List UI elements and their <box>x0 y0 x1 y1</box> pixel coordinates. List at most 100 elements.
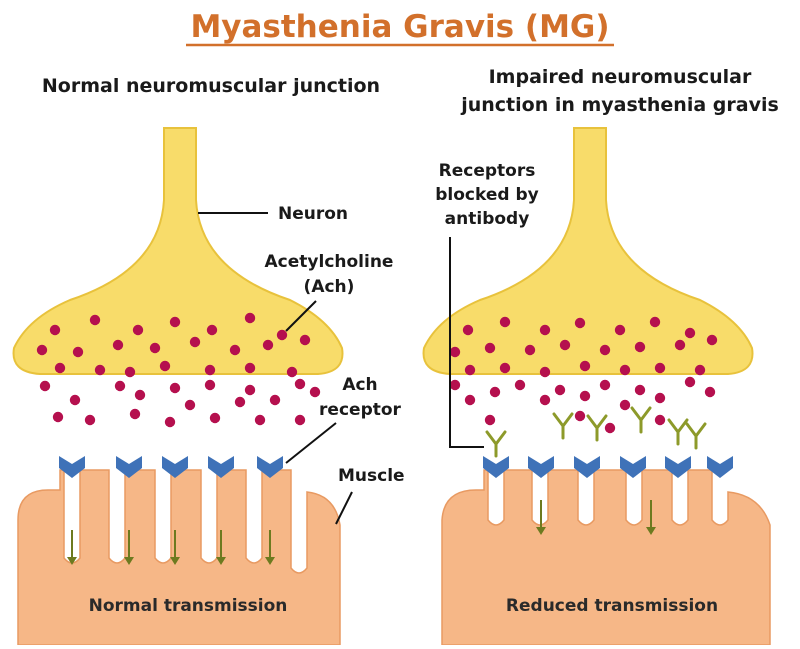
left-junction: Neuron Acetylcholine (Ach) Ach receptor … <box>12 127 405 646</box>
left-neuron <box>12 127 344 375</box>
left-receptors <box>59 456 283 478</box>
ach-vesicle <box>449 346 461 358</box>
ach-vesicle <box>72 346 84 358</box>
ach-receptor-icon <box>707 456 733 478</box>
ach-receptor-icon <box>528 456 554 478</box>
ach-vesicle <box>286 366 298 378</box>
ach-vesicle <box>229 344 241 356</box>
ach-vesicle <box>604 422 616 434</box>
ach-vesicle <box>149 342 161 354</box>
ach-vesicle <box>169 316 181 328</box>
signal-arrow-icon <box>216 530 226 565</box>
ach-vesicle <box>209 412 221 424</box>
ach-vesicle <box>464 394 476 406</box>
antibody-icon <box>485 430 507 458</box>
right-signal-arrows <box>536 500 656 535</box>
ach-vesicle <box>169 382 181 394</box>
receptors-blocked-leader-line <box>449 237 484 448</box>
ach-vesicle <box>539 324 551 336</box>
page-title: Myasthenia Gravis (MG) <box>190 9 609 45</box>
ach-vesicle <box>204 379 216 391</box>
ach-vesicle <box>132 324 144 336</box>
right-receptors <box>483 456 733 478</box>
ach-vesicle <box>309 386 321 398</box>
muscle-leader-line <box>335 491 353 525</box>
ach-vesicle <box>619 364 631 376</box>
ach-vesicle <box>654 362 666 374</box>
acetylcholine-leader-line <box>285 300 317 332</box>
ach-vesicle <box>484 414 496 426</box>
right-vesicles <box>449 316 718 434</box>
ach-vesicle <box>684 376 696 388</box>
ach-vesicle <box>206 324 218 336</box>
receptors-blocked-label-line-1: Receptors <box>439 161 536 181</box>
ach-receptor-icon <box>574 456 600 478</box>
right-junction: Receptors blocked by antibody Reduced tr… <box>422 127 771 646</box>
ach-vesicle <box>684 327 696 339</box>
ach-vesicle <box>244 384 256 396</box>
antibody-icon <box>667 418 689 446</box>
signal-arrow-icon <box>536 500 546 535</box>
ach-vesicle <box>464 364 476 376</box>
ach-vesicle <box>614 324 626 336</box>
ach-receptor-label-line-2: receptor <box>319 400 401 420</box>
left-vesicles <box>36 312 321 428</box>
ach-vesicle <box>189 336 201 348</box>
right-caption: Reduced transmission <box>506 596 718 616</box>
ach-vesicle <box>499 362 511 374</box>
ach-vesicle <box>124 366 136 378</box>
signal-arrow-icon <box>646 500 656 535</box>
signal-arrow-icon <box>170 530 180 565</box>
ach-vesicle <box>94 364 106 376</box>
ach-vesicle <box>299 334 311 346</box>
receptors-blocked-label-line-2: blocked by <box>435 185 538 205</box>
ach-receptor-label-line-1: Ach <box>342 375 377 395</box>
ach-vesicle <box>599 344 611 356</box>
ach-vesicle <box>634 341 646 353</box>
right-antibodies <box>485 406 707 458</box>
ach-vesicle <box>234 396 246 408</box>
antibody-icon <box>586 414 608 442</box>
ach-vesicle <box>449 379 461 391</box>
ach-vesicle <box>159 360 171 372</box>
ach-vesicle <box>484 342 496 354</box>
ach-vesicle <box>254 414 266 426</box>
ach-vesicle <box>89 314 101 326</box>
ach-receptor-icon <box>162 456 188 478</box>
ach-vesicle <box>554 384 566 396</box>
ach-receptor-leader-line <box>285 422 337 464</box>
ach-vesicle <box>539 366 551 378</box>
ach-vesicle <box>49 324 61 336</box>
ach-vesicle <box>276 329 288 341</box>
ach-vesicle <box>134 389 146 401</box>
ach-vesicle <box>599 379 611 391</box>
right-neuron <box>422 127 754 375</box>
left-heading: Normal neuromuscular junction <box>42 75 380 97</box>
ach-vesicle <box>204 364 216 376</box>
ach-receptor-icon <box>59 456 85 478</box>
signal-arrow-icon <box>67 530 77 565</box>
ach-vesicle <box>539 394 551 406</box>
ach-vesicle <box>574 317 586 329</box>
left-signal-arrows <box>67 530 275 565</box>
muscle-label: Muscle <box>338 466 405 486</box>
ach-vesicle <box>39 380 51 392</box>
ach-vesicle <box>69 394 81 406</box>
ach-vesicle <box>559 339 571 351</box>
ach-receptor-icon <box>483 456 509 478</box>
antibody-icon <box>552 412 574 440</box>
ach-vesicle <box>184 399 196 411</box>
antibody-icon <box>630 406 652 434</box>
ach-vesicle <box>114 380 126 392</box>
neuron-label: Neuron <box>278 204 348 224</box>
ach-vesicle <box>706 334 718 346</box>
ach-vesicle <box>649 316 661 328</box>
right-heading-line-2: junction in myasthenia gravis <box>460 94 779 116</box>
ach-vesicle <box>574 410 586 422</box>
ach-receptor-icon <box>620 456 646 478</box>
receptors-blocked-label-line-3: antibody <box>445 209 530 229</box>
ach-vesicle <box>619 399 631 411</box>
signal-arrow-icon <box>124 530 134 565</box>
antibody-icon <box>685 422 707 450</box>
